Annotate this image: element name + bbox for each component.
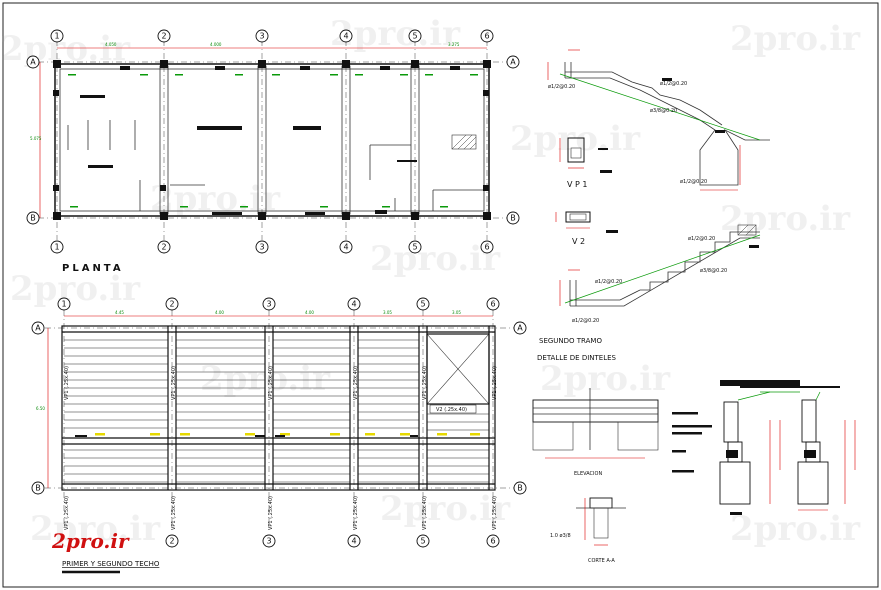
svg-text:ø3/8@0.20: ø3/8@0.20 [700, 268, 727, 274]
stair-section-upper: ø1/2@0.20 ø1/2@0.20 ø3/8@0.20 ø1/2@0.20 [547, 49, 770, 191]
svg-text:6: 6 [484, 32, 489, 41]
svg-text:V2 (.25x.40): V2 (.25x.40) [436, 407, 467, 413]
svg-text:VP1 (.25x.40): VP1 (.25x.40) [64, 496, 70, 530]
svg-text:B: B [30, 214, 36, 223]
svg-text:ø1/2@0.20: ø1/2@0.20 [680, 179, 707, 185]
svg-text:VP1 (.25x.40): VP1 (.25x.40) [268, 366, 274, 400]
svg-text:6: 6 [484, 243, 489, 252]
svg-text:4.000: 4.000 [210, 42, 222, 47]
roof-plan-title: PRIMER Y SEGUNDO TECHO [62, 560, 160, 568]
svg-text:5: 5 [412, 32, 417, 41]
svg-text:A: A [517, 324, 523, 333]
svg-text:2pro.ir: 2pro.ir [730, 509, 861, 549]
svg-text:4: 4 [351, 300, 356, 309]
svg-text:ø1/2@0.20: ø1/2@0.20 [595, 279, 622, 285]
svg-text:3.05: 3.05 [452, 310, 461, 315]
svg-text:2pro.ir: 2pro.ir [10, 269, 141, 309]
svg-text:1: 1 [54, 32, 59, 41]
plan-title: PLANTA [62, 263, 124, 274]
svg-text:2pro.ir: 2pro.ir [0, 29, 131, 69]
svg-text:1: 1 [61, 300, 66, 309]
svg-text:6.50: 6.50 [36, 406, 45, 411]
svg-text:6: 6 [490, 300, 495, 309]
svg-text:2pro.ir: 2pro.ir [380, 489, 511, 529]
svg-text:B: B [35, 484, 41, 493]
svg-text:ø1/2@0.20: ø1/2@0.20 [548, 84, 575, 90]
svg-text:2: 2 [161, 32, 166, 41]
svg-text:4.00: 4.00 [305, 310, 314, 315]
svg-text:A: A [510, 58, 516, 67]
svg-text:V P 1: V P 1 [567, 180, 587, 189]
svg-text:5: 5 [420, 300, 425, 309]
stair-section-lower: ø1/2@0.20 ø1/2@0.20 ø3/8@0.20 ø1/2@0.20 … [539, 224, 761, 345]
svg-text:4.45: 4.45 [115, 310, 124, 315]
svg-text:4: 4 [343, 243, 348, 252]
vp1-section: V P 1 [559, 137, 612, 189]
watermarks: 2pro.ir 2pro.ir 2pro.ir 2pro.ir 2pro.ir … [0, 14, 861, 549]
svg-text:2pro.ir: 2pro.ir [730, 19, 861, 59]
svg-text:VP1 (.25x.40): VP1 (.25x.40) [353, 366, 359, 400]
svg-text:VP1 (.25x.40): VP1 (.25x.40) [171, 366, 177, 400]
svg-text:DETALLE DE DINTELES: DETALLE DE DINTELES [537, 354, 617, 362]
svg-text:CORTE A-A: CORTE A-A [588, 558, 615, 564]
lintel-detail: DETALLE DE DINTELES ELEVACION 1.0 ø3/8 C… [532, 354, 659, 564]
svg-text:V 2: V 2 [572, 237, 585, 246]
svg-text:B: B [517, 484, 523, 493]
floor-plan: 4.050 4.000 3.275 5.075 [26, 29, 520, 274]
brand-logo: 2pro.ir [51, 529, 130, 553]
svg-text:ELEVACION: ELEVACION [574, 471, 602, 477]
svg-text:ø1/2@0.20: ø1/2@0.20 [572, 318, 599, 324]
svg-text:2: 2 [169, 300, 174, 309]
svg-text:1: 1 [54, 243, 59, 252]
svg-text:3.275: 3.275 [448, 42, 460, 47]
svg-text:4.00: 4.00 [215, 310, 224, 315]
svg-text:2pro.ir: 2pro.ir [540, 359, 671, 399]
svg-text:5.075: 5.075 [30, 136, 42, 141]
svg-text:4: 4 [343, 32, 348, 41]
svg-text:VP1 (.25x.40): VP1 (.25x.40) [422, 496, 428, 530]
svg-text:4: 4 [351, 537, 356, 546]
svg-text:5: 5 [420, 537, 425, 546]
svg-text:2: 2 [169, 537, 174, 546]
svg-text:ø3/8@0.20: ø3/8@0.20 [650, 108, 677, 114]
svg-text:VP1 (.25x.40): VP1 (.25x.40) [353, 496, 359, 530]
svg-text:5: 5 [412, 243, 417, 252]
roof-axis-bubbles: 1 2 3 4 5 6 2 3 4 5 6 A A B B [31, 297, 527, 548]
svg-text:ø1/2@0.20: ø1/2@0.20 [688, 236, 715, 242]
svg-text:3: 3 [266, 537, 271, 546]
svg-text:4.050: 4.050 [105, 42, 117, 47]
svg-text:2: 2 [161, 243, 166, 252]
svg-text:A: A [35, 324, 41, 333]
svg-text:VP1 (.25x.40): VP1 (.25x.40) [268, 496, 274, 530]
v2-section: V 2 [555, 211, 618, 246]
svg-text:1.0 ø3/8: 1.0 ø3/8 [550, 533, 571, 539]
svg-text:2pro.ir: 2pro.ir [510, 119, 641, 159]
svg-text:3: 3 [259, 243, 264, 252]
svg-text:ø1/2@0.20: ø1/2@0.20 [660, 81, 687, 87]
svg-text:VP1 (.25x.40): VP1 (.25x.40) [492, 366, 498, 400]
svg-text:3: 3 [259, 32, 264, 41]
plan-axis-bubbles: 1 2 3 4 5 6 1 2 3 4 5 6 A A B B [26, 29, 520, 254]
svg-text:B: B [510, 214, 516, 223]
svg-text:6: 6 [490, 537, 495, 546]
svg-text:2pro.ir: 2pro.ir [370, 239, 501, 279]
svg-text:2pro.ir: 2pro.ir [30, 509, 161, 549]
svg-text:VP1 (.25x.40): VP1 (.25x.40) [171, 496, 177, 530]
svg-text:3: 3 [266, 300, 271, 309]
svg-text:VP1 (.25x.40): VP1 (.25x.40) [64, 366, 70, 400]
svg-text:VP1 (.25x.40): VP1 (.25x.40) [422, 366, 428, 400]
roof-framing-plan: 4.45 4.00 4.00 3.05 3.05 6.50 [31, 297, 527, 574]
svg-text:A: A [30, 58, 36, 67]
wall-section-details [672, 380, 856, 515]
svg-text:3.05: 3.05 [383, 310, 392, 315]
svg-text:VP1 (.25x.40): VP1 (.25x.40) [492, 496, 498, 530]
svg-text:SEGUNDO TRAMO: SEGUNDO TRAMO [539, 337, 602, 345]
